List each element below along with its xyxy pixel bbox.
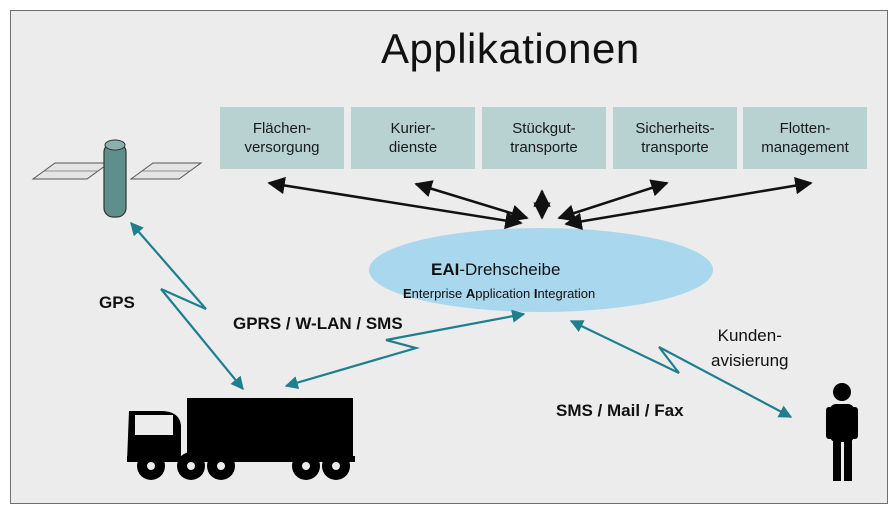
sms-mail-fax-link [569, 320, 793, 418]
hub-title: EAI-Drehscheibe [431, 260, 560, 280]
gprs-label: GPRS / W-LAN / SMS [233, 314, 403, 333]
hub-title-bold: EAI [431, 260, 460, 279]
hub-subtitle-word-1: nterprise [411, 286, 466, 301]
communication-links [130, 222, 793, 418]
gps-label: GPS [99, 293, 135, 312]
person-icon [826, 383, 858, 481]
arrow-flottenmanagement [564, 176, 813, 231]
gps-link [130, 222, 244, 391]
diagram-title: Applikationen [381, 25, 640, 72]
hub-subtitle-initial-i: I [533, 286, 538, 301]
hub-application-arrows [267, 176, 813, 231]
application-box-flottenmanagement: Flotten- management [743, 107, 867, 169]
arrow-sicherheitstransporte [557, 179, 669, 222]
hub-subtitle: Enterprise Application Integration [403, 286, 595, 301]
hub-subtitle-initial-a: A [465, 286, 476, 301]
application-box-flaechenversorgung: Flächen- versorgung [220, 107, 344, 169]
application-box-kurierdienste: Kurier- dienste [351, 107, 475, 169]
diagram-canvas: Applikationen Flächen- versorgung Kurier… [10, 10, 888, 504]
arrow-kurierdienste [414, 180, 529, 222]
diagram-graphics [31, 139, 858, 481]
eai-hub-ellipse [369, 228, 713, 312]
satellite-icon [31, 139, 203, 218]
hub-subtitle-word-3: ntegration [537, 286, 596, 301]
kundenavisierung-label: Kunden- avisierung [711, 326, 789, 370]
hub-title-rest: -Drehscheibe [459, 260, 561, 279]
hub-subtitle-word-2: pplication [475, 286, 534, 301]
application-box-sicherheitstransporte: Sicherheits- transporte [613, 107, 737, 169]
hub-subtitle-initial-e: E [403, 286, 412, 301]
application-box-stueckguttransporte: Stückgut- transporte [482, 107, 606, 169]
arrow-flaechenversorgung [267, 176, 523, 230]
sms-mail-fax-label: SMS / Mail / Fax [556, 401, 684, 420]
gprs-link [284, 309, 526, 390]
truck-icon [127, 398, 355, 480]
